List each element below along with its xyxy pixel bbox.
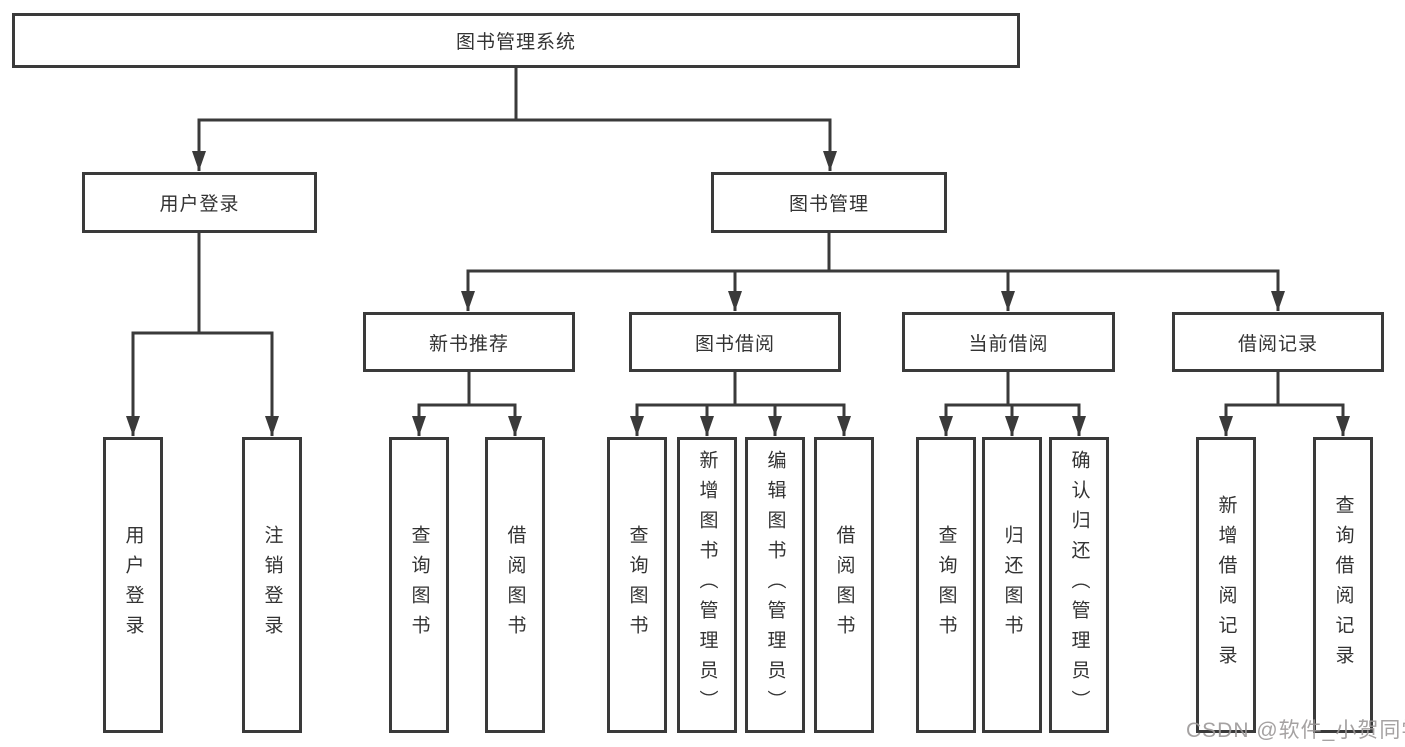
leaf-query-books-2: 查询图书 <box>607 437 667 733</box>
node-label: 借阅记录 <box>1237 333 1318 355</box>
node-borrowing-records: 借阅记录 <box>1172 312 1384 372</box>
leaf-label: 借阅图书 <box>504 525 526 645</box>
leaf-borrow-books-2: 借阅图书 <box>814 437 874 733</box>
csdn-watermark: CSDN @软件_小贺同学 <box>1186 719 1405 742</box>
leaf-label: 注销登录 <box>261 525 283 645</box>
node-book-management: 图书管理 <box>711 172 947 233</box>
leaf-add-borrow-record: 新增借阅记录 <box>1196 437 1256 733</box>
leaf-edit-book-admin: 编辑图书（管理员） <box>745 437 805 733</box>
node-current-borrowing: 当前借阅 <box>902 312 1115 372</box>
leaf-label: 查询图书 <box>935 525 957 645</box>
node-new-book-recommendation: 新书推荐 <box>363 312 575 372</box>
node-label: 用户登录 <box>159 194 240 215</box>
node-user-login: 用户登录 <box>82 172 317 233</box>
node-label: 图书管理 <box>788 194 869 215</box>
node-book-borrowing: 图书借阅 <box>629 312 841 372</box>
leaf-query-books: 查询图书 <box>389 437 449 733</box>
node-label: 新书推荐 <box>428 333 509 355</box>
leaf-user-login: 用户登录 <box>103 437 163 733</box>
leaf-label: 新增借阅记录 <box>1215 495 1237 675</box>
leaf-label: 查询图书 <box>408 525 430 645</box>
node-label: 当前借阅 <box>968 333 1049 355</box>
leaf-query-borrow-record: 查询借阅记录 <box>1313 437 1373 733</box>
leaf-label: 用户登录 <box>122 525 144 645</box>
node-library-management-system: 图书管理系统 <box>12 13 1020 68</box>
node-label: 图书管理系统 <box>455 32 576 53</box>
leaf-add-book-admin: 新增图书（管理员） <box>677 437 737 733</box>
leaf-label: 新增图书（管理员） <box>696 450 718 720</box>
node-label: 图书借阅 <box>694 333 775 355</box>
leaf-label: 借阅图书 <box>833 525 855 645</box>
leaf-label: 确认归还（管理员） <box>1068 450 1090 720</box>
leaf-logout: 注销登录 <box>242 437 302 733</box>
leaf-label: 编辑图书（管理员） <box>764 450 786 720</box>
leaf-return-book: 归还图书 <box>982 437 1042 733</box>
leaf-label: 查询借阅记录 <box>1332 495 1354 675</box>
leaf-query-books-3: 查询图书 <box>916 437 976 733</box>
leaf-label: 归还图书 <box>1001 525 1023 645</box>
leaf-confirm-return-admin: 确认归还（管理员） <box>1049 437 1109 733</box>
leaf-borrow-books: 借阅图书 <box>485 437 545 733</box>
leaf-label: 查询图书 <box>626 525 648 645</box>
